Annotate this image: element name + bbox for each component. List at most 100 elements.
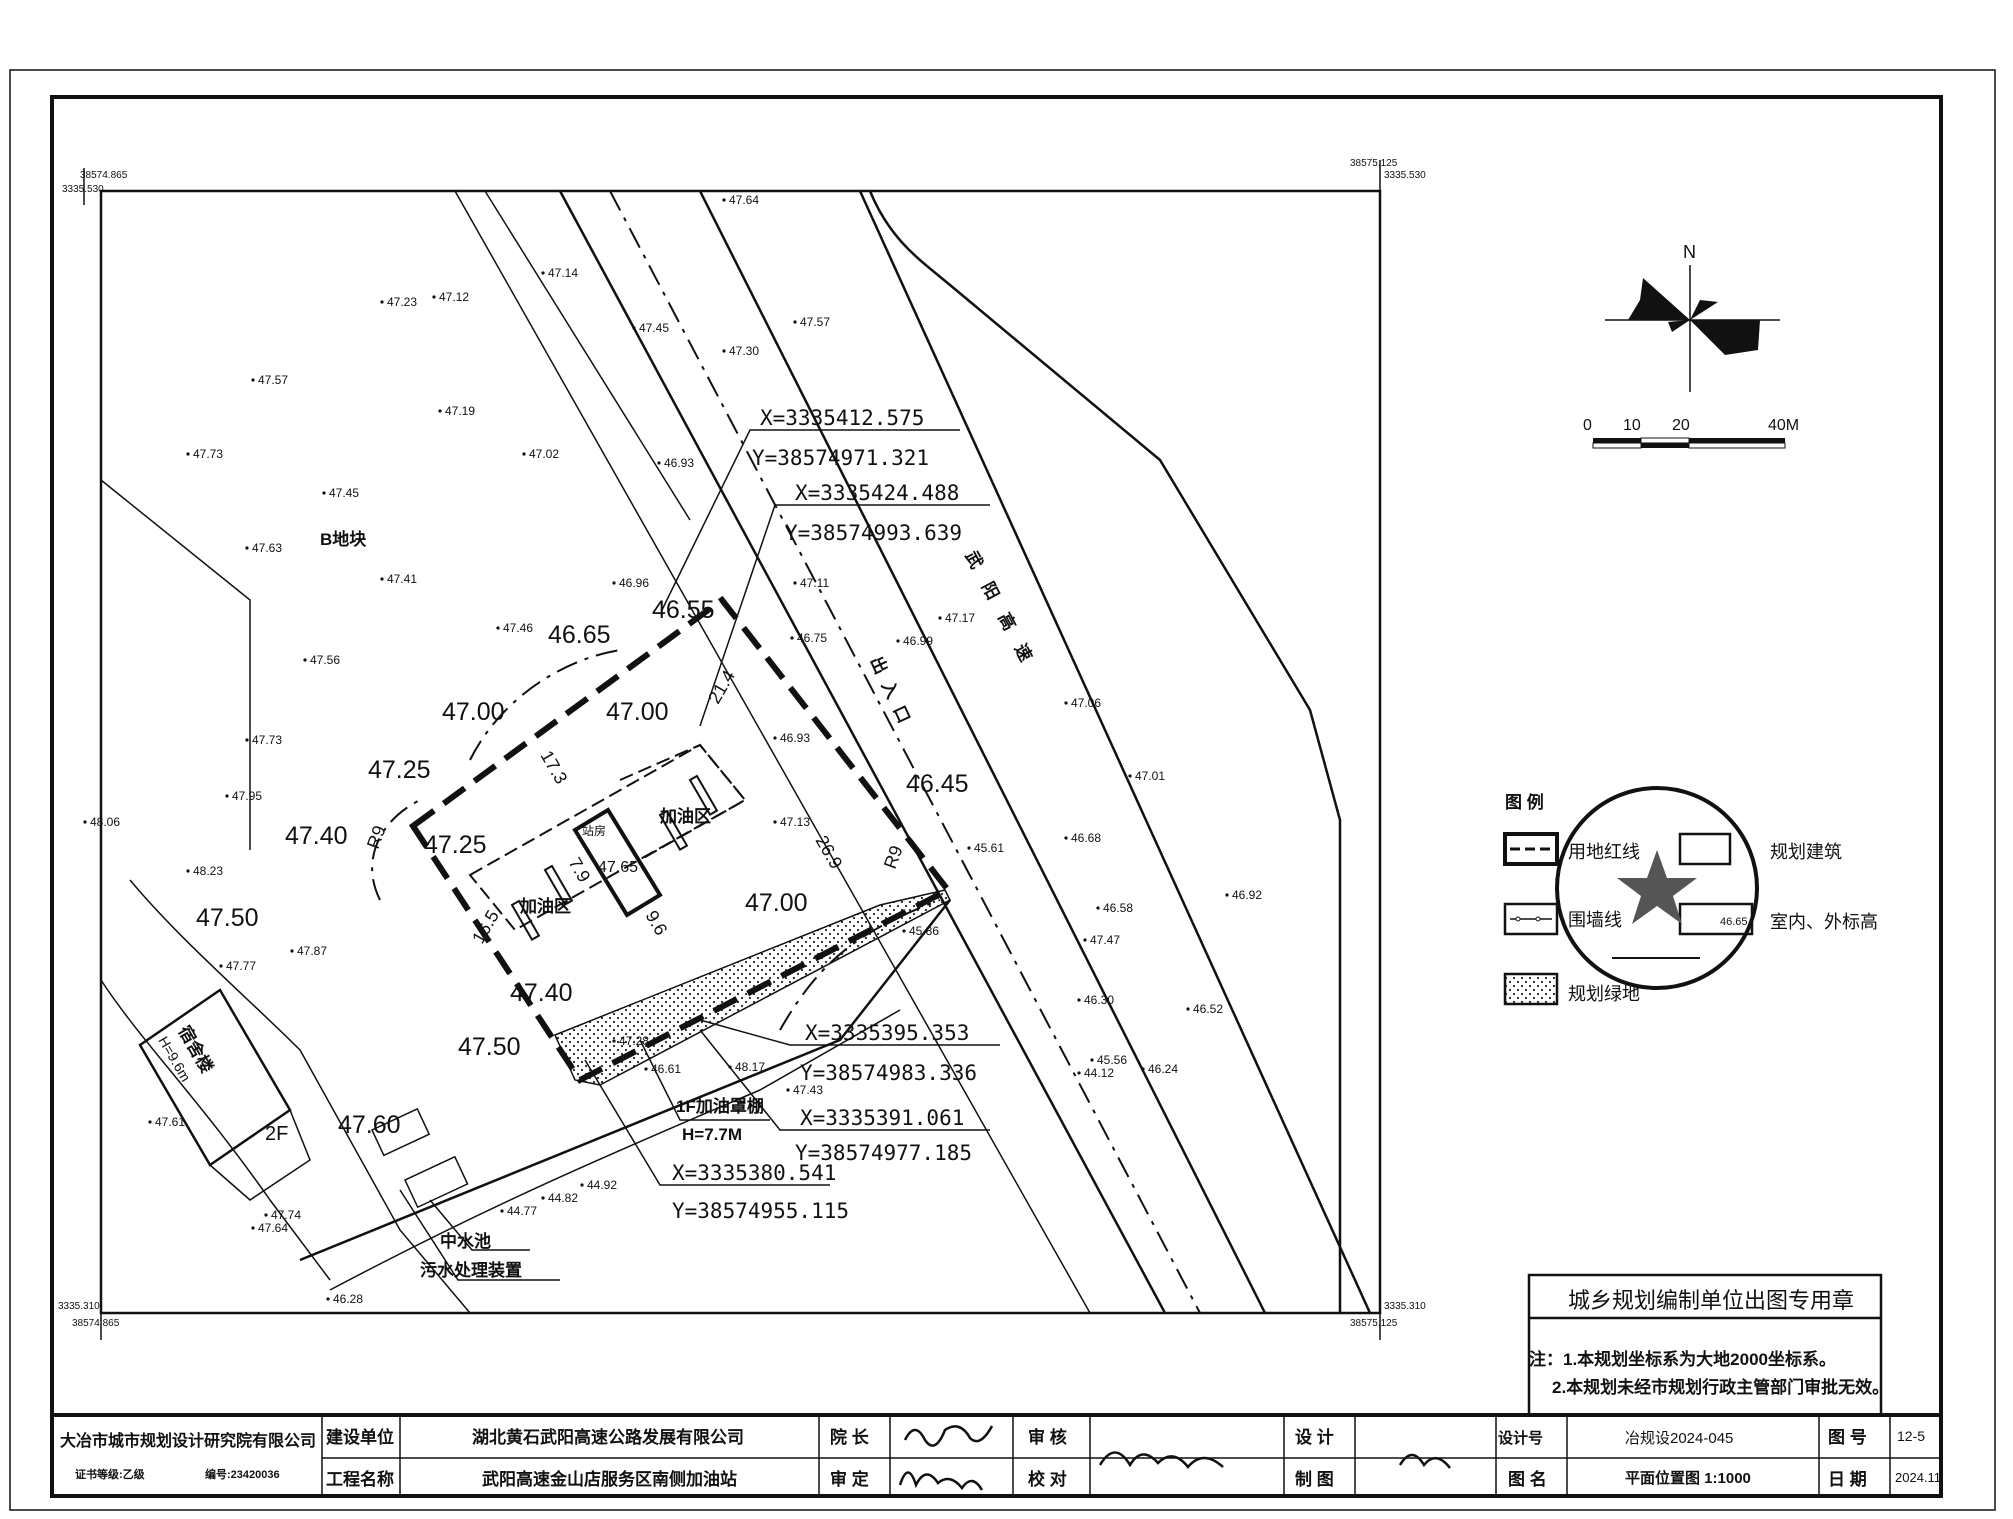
design-elevation: 47.40 <box>285 822 348 850</box>
spot-elevation-point <box>896 639 900 643</box>
stamp-title: 城乡规划编制单位出图专用章 <box>1568 1288 1854 1313</box>
outer-border <box>9 69 1996 1511</box>
design-elevation: 47.25 <box>424 831 487 859</box>
design-no: 冶规设2024-045 <box>1625 1430 1733 1447</box>
design-elevation: 46.65 <box>548 621 611 649</box>
signature <box>903 1425 994 1447</box>
spot-elevation-point <box>793 320 797 324</box>
spot-elevation: 47.41 <box>387 572 417 586</box>
legend-title: 图 例 <box>1505 792 1544 812</box>
callout-y: Y=38574983.336 <box>800 1061 977 1085</box>
scale-bar: 0 10 20 40M <box>1583 417 1799 449</box>
sheet-label: 图 号 <box>1828 1428 1867 1447</box>
spot-elevation-point <box>967 846 971 850</box>
dimension: 26.9 <box>812 832 847 872</box>
fuel-area-label: 加油区 <box>659 806 711 826</box>
design-elevation: 47.65 <box>598 859 638 876</box>
date-label: 日 期 <box>1828 1470 1867 1489</box>
spot-elevation: 47.12 <box>439 290 469 304</box>
note-line: 2.本规划未经市规划行政主管部门审批无效。 <box>1552 1377 1889 1397</box>
map-frame <box>99 189 1382 1315</box>
design-elevation: 47.40 <box>510 979 573 1007</box>
drawing-name-label: 图 名 <box>1508 1469 1547 1489</box>
spot-elevation: 44.82 <box>548 1191 578 1205</box>
official-seal <box>1555 786 1759 990</box>
callout-y: Y=38574977.185 <box>795 1141 972 1165</box>
spot-elevation-point <box>264 1213 268 1217</box>
scale-tick: 40M <box>1768 417 1799 434</box>
spot-elevation: 46.68 <box>1071 831 1101 845</box>
spot-elevation: 47.06 <box>1071 696 1101 710</box>
design-elevations: 46.55 46.65 47.00 47.00 47.25 47.40 47.2… <box>196 596 969 1139</box>
spot-elevation-point <box>728 1065 732 1069</box>
spot-elevation: 47.57 <box>258 373 288 387</box>
sewage-label: 污水处理装置 <box>420 1260 522 1280</box>
spot-elevation: 44.77 <box>507 1204 537 1218</box>
scale-tick: 0 <box>1583 417 1592 434</box>
callout-x: X=3335424.488 <box>795 481 959 505</box>
spot-elevation-point <box>500 1209 504 1213</box>
spot-elevation-point <box>773 736 777 740</box>
spot-elevation-point <box>1064 701 1068 705</box>
spot-elevation: 45.56 <box>1097 1053 1127 1067</box>
legend-item-red-line: 用地红线 <box>1568 842 1640 862</box>
spot-elevation-point <box>245 546 249 550</box>
spot-elevation-point <box>902 929 906 933</box>
spot-elevation-point <box>1128 774 1132 778</box>
spot-elevation: 47.56 <box>310 653 340 667</box>
spot-elevation-point <box>541 1196 545 1200</box>
spot-elevation-point <box>1096 906 1100 910</box>
spot-elevation: 47.73 <box>193 447 223 461</box>
spot-elevation: 46.96 <box>619 576 649 590</box>
spot-elevation: 47.45 <box>329 486 359 500</box>
design-elevation: 47.50 <box>458 1033 521 1061</box>
design-elevation: 47.00 <box>745 889 808 917</box>
spot-elevation: 47.11 <box>800 576 829 590</box>
dimension: 21.4 <box>704 667 739 707</box>
callout-x: X=3335395.353 <box>805 1021 969 1045</box>
spot-elevation-point <box>644 1067 648 1071</box>
surrounding-roads <box>100 479 951 1314</box>
canopy-label: 1F加油罩棚 <box>676 1096 764 1116</box>
check-label: 校 对 <box>1028 1469 1067 1489</box>
design-elevation: 46.55 <box>652 596 715 624</box>
spot-elevation-point <box>380 300 384 304</box>
design-elevation: 47.00 <box>606 698 669 726</box>
note-line: 注：1.本规划坐标系为大地2000坐标系。 <box>1529 1349 1836 1369</box>
spot-elevation-point <box>186 452 190 456</box>
spot-elevation-point <box>496 626 500 630</box>
corner-label: 38574.865 <box>72 1318 120 1329</box>
spot-elevation: 47.73 <box>252 733 282 747</box>
fuel-canopy-outline <box>468 743 747 932</box>
approve-label: 审 定 <box>830 1469 869 1489</box>
water-pool-label: 中水池 <box>440 1231 491 1251</box>
spot-elevation: 45.86 <box>909 924 939 938</box>
corner-label: 38574.865 <box>80 170 128 181</box>
design-label: 设 计 <box>1295 1427 1334 1447</box>
coordinate-callouts: X=3335412.575 Y=38574971.321 X=3335424.4… <box>672 406 977 1223</box>
cert-level: 证书等级:乙级 <box>75 1467 146 1481</box>
legend: 图 例 用地红线 规划建筑 围墙线 46.65 室内、外标高 规划绿地 <box>1503 792 1878 1006</box>
spot-elevation-point <box>1077 1071 1081 1075</box>
spot-elevation: 45.61 <box>974 841 1004 855</box>
design-elevation: 47.00 <box>442 698 505 726</box>
spot-elevation-point <box>83 820 87 824</box>
dimension: 7.9 <box>565 854 595 886</box>
station-label: 站房 <box>582 823 606 838</box>
spot-elevation: 47.64 <box>729 193 759 207</box>
spot-elevation-point <box>1141 1067 1145 1071</box>
spot-elevation: 47.46 <box>503 621 533 635</box>
spot-elevation: 46.93 <box>664 456 694 470</box>
project-label: 工程名称 <box>326 1469 394 1489</box>
north-arrow-wind-rose: N <box>1605 242 1780 392</box>
scale-tick: 10 <box>1623 417 1641 434</box>
spot-elevation-point <box>793 581 797 585</box>
entrance-label: 出入口 <box>866 653 918 735</box>
callout-x: X=3335380.541 <box>672 1161 836 1185</box>
spot-elevation-point <box>1083 938 1087 942</box>
legend-item-building: 规划建筑 <box>1770 842 1842 862</box>
signature <box>898 1471 984 1491</box>
fuel-canopy-outline <box>619 743 747 861</box>
design-elevation: 47.25 <box>368 756 431 784</box>
